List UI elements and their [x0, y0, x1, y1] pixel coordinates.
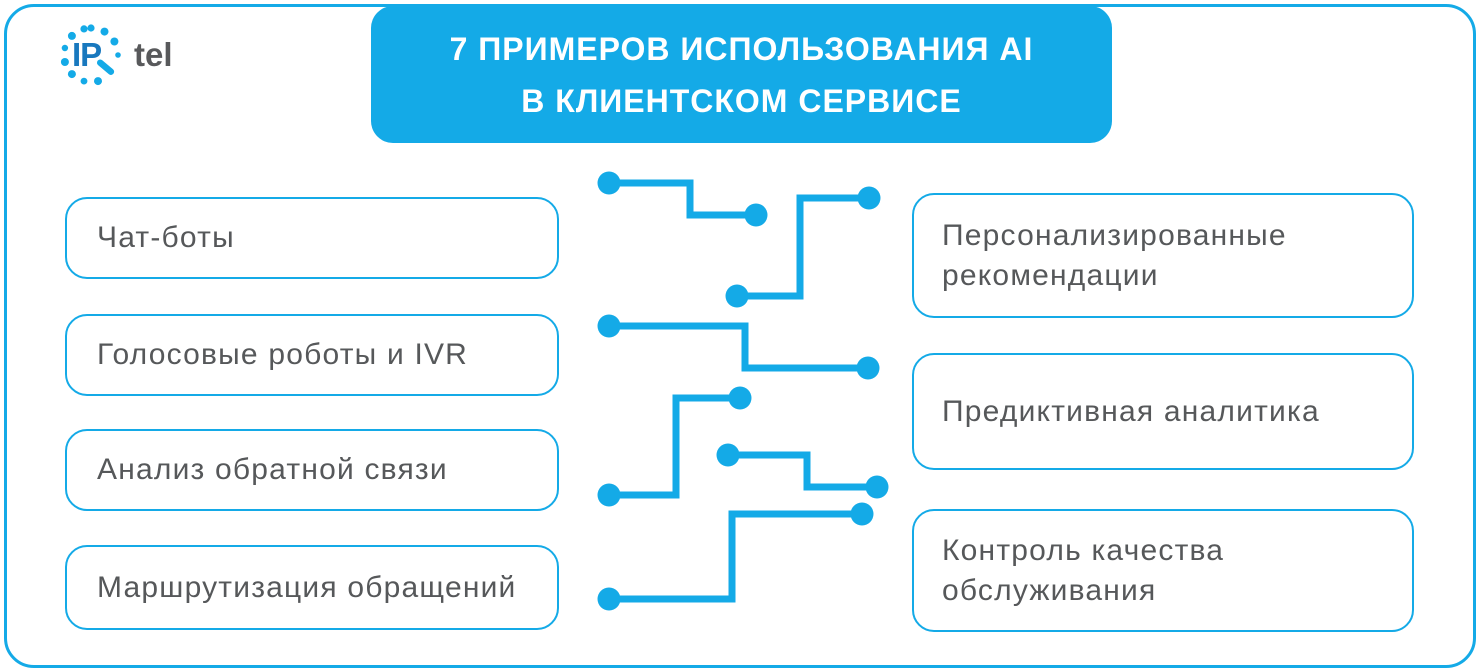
iptel-logo: IP tel — [56, 20, 276, 94]
item-personalized-recommendations: Персонализированные рекомендации — [912, 193, 1414, 318]
connector-line — [609, 510, 862, 603]
logo-dot-ring-icon — [60, 24, 121, 86]
item-service-quality-control: Контроль качества обслуживания — [912, 509, 1414, 632]
item-predictive-analytics: Предиктивная аналитика — [912, 353, 1414, 470]
logo-text-ip: IP — [72, 36, 102, 73]
item-label: Предиктивная аналитика — [942, 394, 1320, 428]
connector-line — [609, 179, 756, 219]
item-label: Чат-боты — [97, 221, 235, 254]
connector-line — [609, 394, 740, 499]
connector-line — [609, 322, 868, 372]
item-request-routing: Маршрутизация обращений — [65, 545, 559, 630]
connector-nodes — [597, 171, 889, 611]
logo-text-tel: tel — [134, 36, 173, 73]
item-chat-bots: Чат-боты — [65, 197, 559, 279]
title-line-2: В КЛИЕНТСКОМ СЕРВИСЕ — [521, 82, 962, 119]
item-feedback-analysis: Анализ обратной связи — [65, 429, 559, 511]
title-line-1: 7 ПРИМЕРОВ ИСПОЛЬЗОВАНИЯ AI — [449, 30, 1034, 67]
item-label: Голосовые роботы и IVR — [97, 338, 469, 371]
item-label: Маршрутизация обращений — [97, 570, 517, 604]
connector-line — [728, 451, 877, 491]
item-label: Контроль качества обслуживания — [942, 533, 1225, 607]
item-voice-robots-ivr: Голосовые роботы и IVR — [65, 314, 559, 396]
title-banner: 7 ПРИМЕРОВ ИСПОЛЬЗОВАНИЯ AI В КЛИЕНТСКОМ… — [371, 6, 1112, 143]
item-label: Персонализированные рекомендации — [942, 218, 1287, 292]
connector-line — [737, 194, 869, 300]
item-label: Анализ обратной связи — [97, 453, 448, 486]
